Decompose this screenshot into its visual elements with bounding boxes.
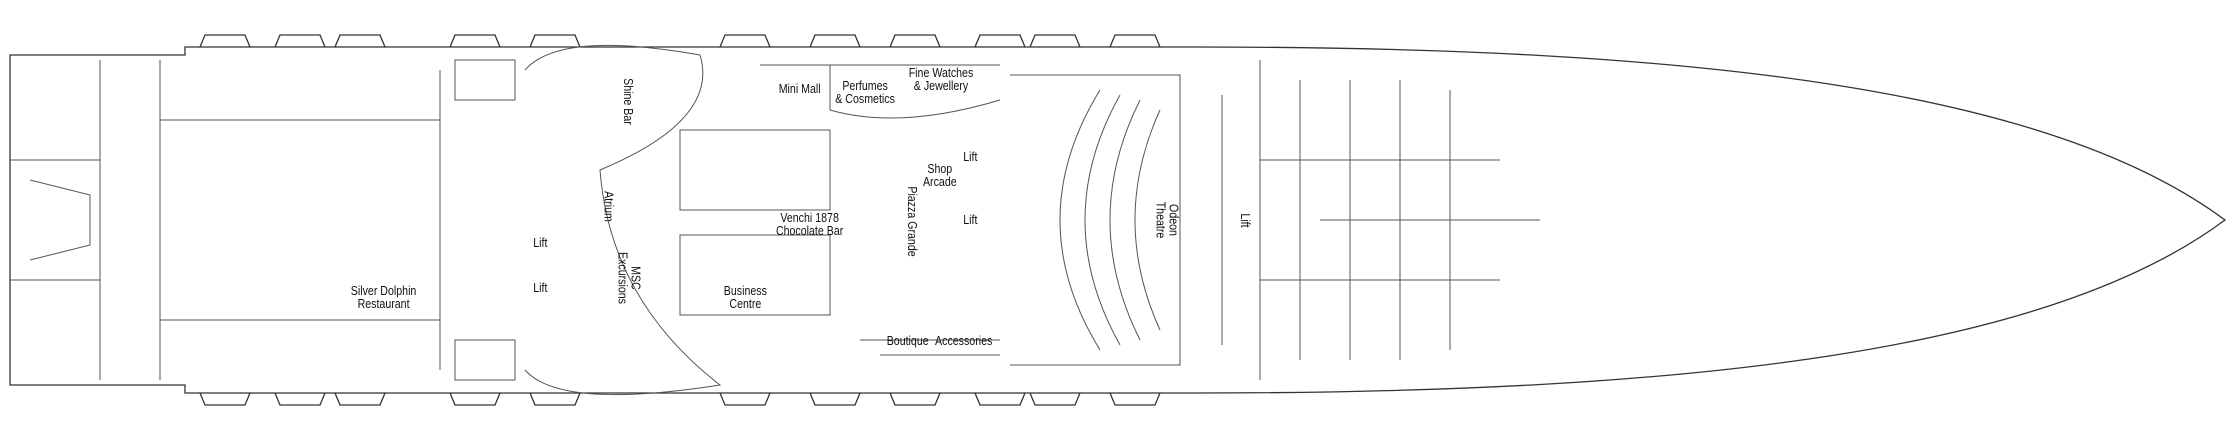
label-lift: Lift [533, 281, 548, 295]
label-perfumes-cosmetics: Perfumes& Cosmetics [835, 79, 895, 106]
lifeboat-notch [274, 392, 326, 406]
bow-cabins [1221, 60, 1540, 380]
label-lift: Lift [963, 150, 978, 164]
lifeboat-notch [334, 392, 386, 406]
lifeboat-notch [719, 392, 771, 406]
lifeboat-notch [1029, 392, 1081, 406]
escalator-block [679, 234, 831, 316]
lifeboat-notch [199, 34, 251, 48]
label-atrium: Atrium [601, 191, 616, 222]
lifeboat-notch [529, 392, 581, 406]
lifeboat-notch [889, 392, 941, 406]
lifeboat-notch [889, 34, 941, 48]
label-shine-bar: Shine Bar [620, 78, 635, 125]
label-fine-watches-jewellery: Fine Watches& Jewellery [908, 66, 974, 93]
label-mini-mall: Mini Mall [778, 82, 821, 96]
label-accessories: Accessories [935, 334, 993, 348]
lifeboat-notch [974, 392, 1026, 406]
ship-hull-outline [9, 46, 2227, 394]
lifeboat-notch [974, 34, 1026, 48]
label-boutique: Boutique [886, 334, 929, 348]
stair-block [454, 59, 516, 101]
lifeboat-notch [809, 34, 861, 48]
label-lift: Lift [533, 236, 548, 250]
escalator-block [679, 129, 831, 211]
restaurant-area [159, 60, 441, 380]
lifeboat-notches-top [199, 34, 1161, 48]
label-piazza-grande: Piazza Grande [904, 186, 919, 257]
lifeboat-notch [449, 392, 501, 406]
label-lift-forward: Lift [1237, 213, 1252, 228]
stern-area [10, 60, 101, 380]
shops-area [760, 64, 1001, 356]
lifeboat-notch [1029, 34, 1081, 48]
lifeboat-notches-bottom [199, 392, 1161, 406]
lifeboat-notch [1109, 34, 1161, 48]
lifeboat-notch [199, 392, 251, 406]
atrium-area [524, 44, 722, 396]
lifeboat-notch [529, 34, 581, 48]
label-lift: Lift [963, 213, 978, 227]
lifeboat-notch [334, 34, 386, 48]
lifeboat-notch [449, 34, 501, 48]
theatre-walls [1010, 74, 1181, 366]
lifeboat-notch [274, 34, 326, 48]
lifeboat-notch [809, 392, 861, 406]
lifeboat-notch [719, 34, 771, 48]
stair-block [454, 339, 516, 381]
lifeboat-notch [1109, 392, 1161, 406]
theatre-seating [1059, 89, 1161, 351]
